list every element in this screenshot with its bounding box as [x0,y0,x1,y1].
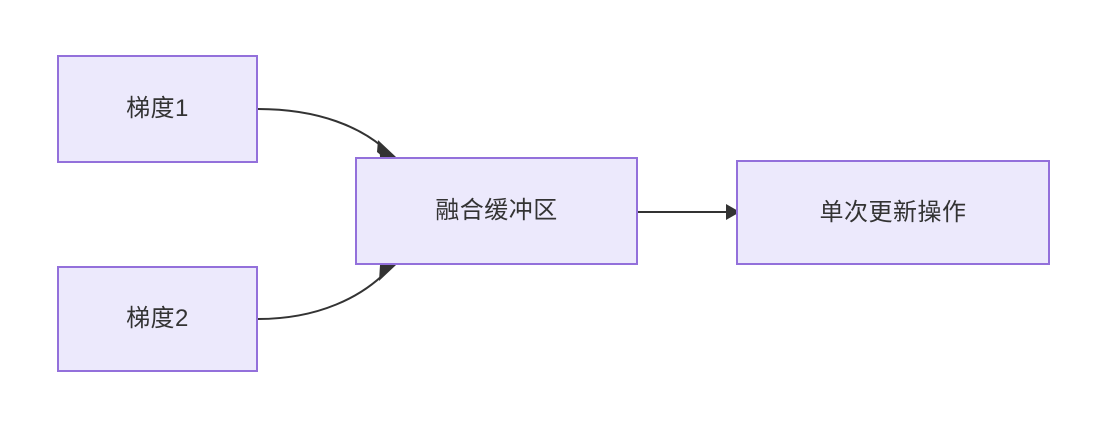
node-gradient-1-label: 梯度1 [126,95,189,122]
edge-gradient-2-to-fusion-buffer [257,265,396,320]
node-gradient-1[interactable]: 梯度1 [57,55,258,163]
edge-gradient-1-to-fusion-buffer [257,108,396,158]
node-single-update-label: 单次更新操作 [819,198,967,226]
node-gradient-2-label: 梯度2 [126,305,189,332]
edge-fusion-buffer-to-single-update [638,204,740,220]
node-gradient-2[interactable]: 梯度2 [57,266,258,372]
node-fusion-buffer-label: 融合缓冲区 [435,197,558,224]
node-single-update[interactable]: 单次更新操作 [736,160,1050,265]
node-fusion-buffer[interactable]: 融合缓冲区 [355,157,638,265]
